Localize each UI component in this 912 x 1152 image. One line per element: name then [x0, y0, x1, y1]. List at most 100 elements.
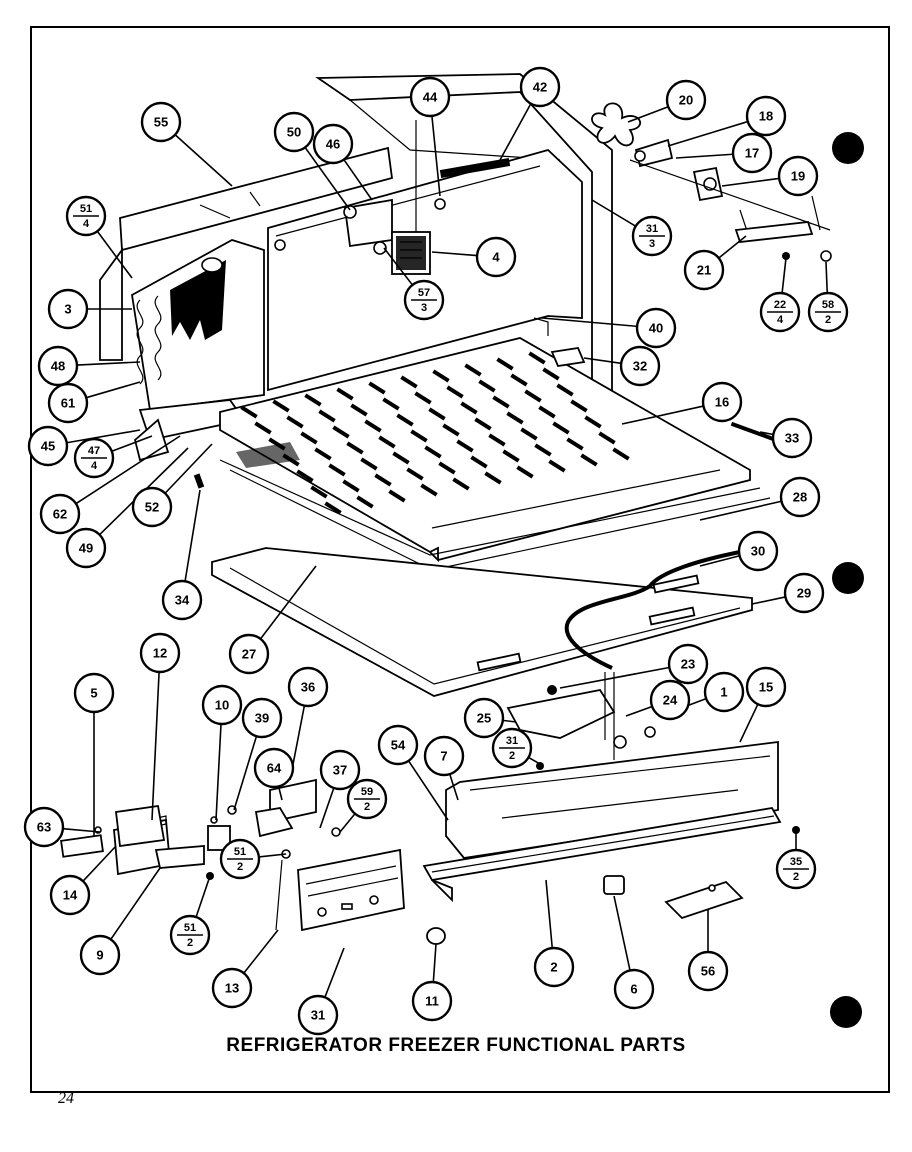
callout-circle	[783, 572, 825, 614]
callout-circle	[687, 950, 729, 992]
callout-circle	[228, 633, 270, 675]
callout-30: 30	[737, 530, 779, 572]
callout-quantity: 3	[421, 302, 427, 314]
air-slot	[446, 385, 464, 399]
callout-10: 10	[201, 684, 243, 726]
callout-label: 27	[242, 647, 256, 662]
callout-15: 15	[745, 666, 787, 708]
leader-line-29	[751, 596, 786, 605]
callout-52: 52	[131, 486, 173, 528]
callout-circle	[745, 666, 787, 708]
callout-label: 6	[630, 982, 637, 997]
thermostat	[506, 672, 616, 770]
callout-59-2: 592	[346, 778, 388, 820]
callout-circle	[731, 132, 773, 174]
callout-label: 23	[681, 657, 695, 672]
callout-31-2: 312	[491, 727, 533, 769]
callout-49: 49	[65, 527, 107, 569]
air-slot	[382, 397, 400, 411]
callout-circle	[475, 236, 517, 278]
callout-18: 18	[745, 95, 787, 137]
callout-label: 29	[797, 586, 811, 601]
callout-42: 42	[519, 66, 561, 108]
evaporator-coil	[131, 239, 265, 412]
air-slot	[304, 393, 322, 407]
leader-line-46	[343, 159, 373, 201]
callout-circle	[463, 697, 505, 739]
callout-quantity: 4	[91, 460, 98, 472]
callout-12: 12	[139, 632, 181, 674]
callout-label: 3	[64, 302, 71, 317]
binder-hole-middle	[832, 562, 864, 594]
callout-circle	[779, 476, 821, 518]
leader-line-30	[699, 554, 740, 567]
callout-circle	[37, 345, 79, 387]
callout-label: 46	[326, 137, 340, 152]
leader-line-18	[667, 120, 749, 147]
callout-label: 42	[533, 80, 547, 95]
leader-line-63	[62, 827, 101, 833]
diagram-title: REFRIGERATOR FREEZER FUNCTIONAL PARTS	[226, 1035, 686, 1056]
leader-line-54	[407, 760, 449, 821]
callout-label: 30	[751, 544, 765, 559]
callout-23: 23	[667, 643, 709, 685]
leader-line-15	[739, 703, 759, 743]
control-bracket	[227, 778, 341, 859]
callout-label: 54	[391, 738, 406, 753]
air-slot	[396, 413, 414, 427]
leader-line-61	[86, 381, 141, 399]
air-slot	[438, 461, 456, 475]
callout-label: 56	[701, 964, 715, 979]
callout-label: 12	[153, 646, 167, 661]
callout-label: 55	[154, 115, 168, 130]
callout-label: 51	[234, 846, 246, 858]
callout-label: 2	[550, 960, 557, 975]
callout-circle	[649, 679, 691, 721]
callout-circle	[79, 934, 121, 976]
small-hardware	[603, 875, 744, 920]
callout-label: 25	[477, 711, 491, 726]
callout-label: 63	[37, 820, 51, 835]
callout-62: 62	[39, 493, 81, 535]
callout-45: 45	[27, 425, 69, 467]
callout-circle	[273, 111, 315, 153]
leader-line-47-4	[111, 435, 153, 453]
air-slot	[332, 425, 350, 439]
electrical-components	[60, 804, 231, 880]
callout-20: 20	[665, 79, 707, 121]
callout-label: 22	[774, 299, 786, 311]
callout-31-3: 313	[631, 215, 673, 257]
air-slot	[346, 441, 364, 455]
callout-13: 13	[211, 967, 253, 1009]
callout-circle	[533, 946, 575, 988]
air-slot	[474, 417, 492, 431]
leader-line-62	[75, 435, 181, 505]
air-slot	[424, 445, 442, 459]
page-border	[30, 26, 890, 1093]
callout-17: 17	[731, 132, 773, 174]
callout-4: 4	[475, 236, 517, 278]
air-slot	[364, 419, 382, 433]
air-slot	[374, 473, 392, 487]
air-slot	[342, 479, 360, 493]
leader-line-59-2	[339, 813, 356, 833]
air-slot	[240, 405, 258, 419]
callout-14: 14	[49, 874, 91, 916]
callout-39: 39	[241, 697, 283, 739]
air-slot	[318, 409, 336, 423]
air-slot	[510, 373, 528, 387]
callout-circle	[423, 735, 465, 777]
callout-circle	[139, 632, 181, 674]
air-slot	[612, 447, 630, 461]
callout-circle	[211, 967, 253, 1009]
callout-24: 24	[649, 679, 691, 721]
callout-46: 46	[312, 123, 354, 165]
callout-label: 4	[492, 250, 500, 265]
callout-57-3: 573	[403, 279, 445, 321]
callout-51-2a: 512	[169, 914, 211, 956]
callout-label: 16	[715, 395, 729, 410]
callout-label: 31	[646, 223, 658, 235]
